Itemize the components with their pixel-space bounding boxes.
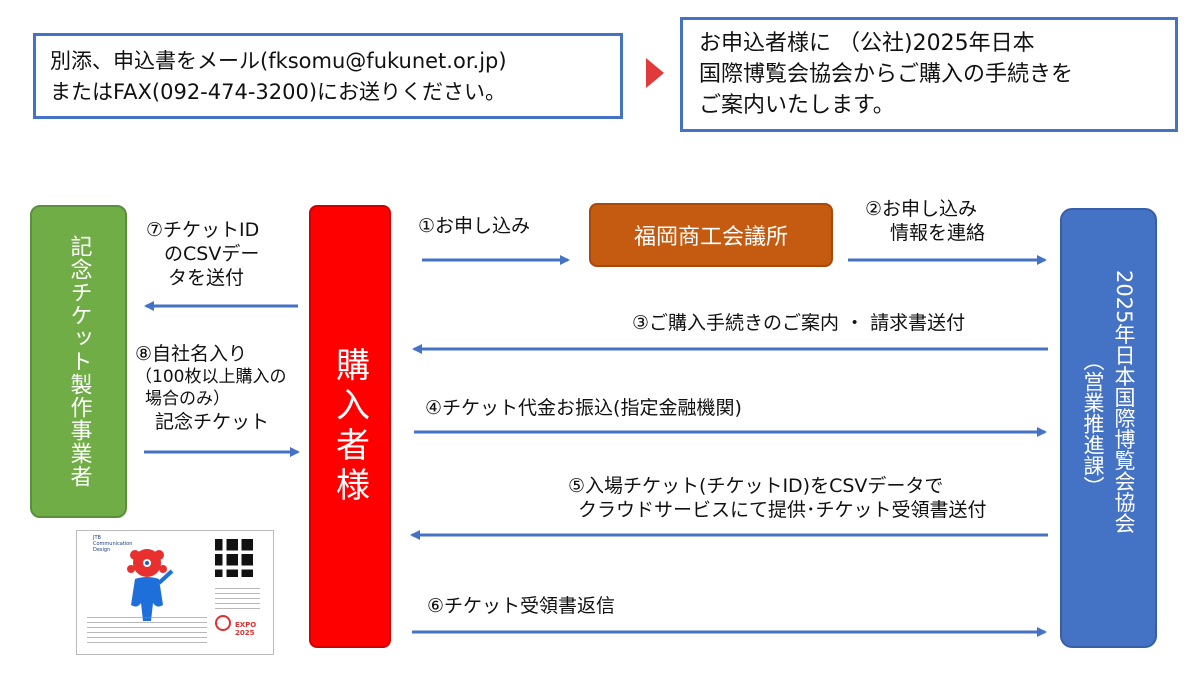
step-5-label: ⑤入場チケット(チケットID)をCSVデータで クラウドサービスにて提供･チケッ… xyxy=(568,474,987,522)
qr-code-icon xyxy=(215,539,253,577)
instruction-box-guidance: お申込者様に （公社)2025年日本 国際博覧会協会からご購入の手続きを ご案内… xyxy=(680,17,1178,132)
expo-wordmark: EXPO 2025 xyxy=(235,621,256,637)
step-1-label: ①お申し込み xyxy=(418,214,530,238)
node-buyer: 購入者様 xyxy=(309,205,391,648)
step-2-line-1: ②お申し込み xyxy=(865,198,978,220)
node-association-label: 2025年日本国際博覧会協会 xyxy=(1112,270,1136,534)
guidance-line-3: ご案内いたします。 xyxy=(699,93,895,118)
step-7-line-1: ⑦チケットID xyxy=(146,219,260,241)
right-pointer-icon xyxy=(646,58,664,88)
ticket-brand-line-2: Communication xyxy=(93,541,133,547)
step-3-text: ③ご購入手続きのご案内 ・ 請求書送付 xyxy=(632,312,966,334)
instruction-line-2: またはFAX(092-474-3200)にお送りください。 xyxy=(50,80,507,104)
ticket-brand: JTB Communication Design xyxy=(93,535,132,553)
step-7-line-2: のCSVデー xyxy=(164,243,260,265)
step-1-text: ①お申し込み xyxy=(418,215,531,237)
instruction-box-email-fax: 別添、申込書をメール(fksomu@fukunet.or.jp) またはFAX(… xyxy=(33,33,623,119)
ticket-sample-image: JTB Communication Design EXPO 2025 xyxy=(76,530,274,655)
step-7-line-3: タを送付 xyxy=(168,267,245,289)
ticket-info-lines xyxy=(215,587,260,609)
ticket-brand-line-3: Design xyxy=(93,547,111,553)
instruction-line-1: 別添、申込書をメール(fksomu@fukunet.or.jp) xyxy=(50,49,507,73)
guidance-line-1: お申込者様に （公社)2025年日本 xyxy=(699,31,1035,56)
step-8-line-3: 場合のみ） xyxy=(145,389,230,409)
node-buyer-label: 購入者様 xyxy=(329,346,370,507)
node-association-sub-label: （営業推進課） xyxy=(1081,350,1105,497)
node-chamber-label: 福岡商工会議所 xyxy=(633,225,788,250)
step-2-label: ②お申し込み 情報を連絡 xyxy=(865,197,985,245)
ticket-brand-line-1: JTB xyxy=(93,535,101,541)
mascot-icon xyxy=(127,549,174,621)
step-8-line-4: 記念チケット xyxy=(155,411,270,433)
ticket-fine-print xyxy=(87,613,207,643)
step-7-label: ⑦チケットID のCSVデー タを送付 xyxy=(146,218,259,290)
step-5-line-1: ⑤入場チケット(チケットID)をCSVデータで xyxy=(568,475,944,497)
node-expo-association: 2025年日本国際博覧会協会 （営業推進課） xyxy=(1060,208,1157,648)
node-chamber: 福岡商工会議所 xyxy=(589,203,833,267)
step-4-text: ④チケット代金お振込(指定金融機関) xyxy=(425,397,742,419)
expo-logo-icon xyxy=(215,615,231,631)
step-8-line-1: ⑧自社名入り xyxy=(135,343,248,365)
node-ticket-maker: 記念チケット製作事業者 xyxy=(30,205,127,518)
guidance-line-2: 国際博覧会協会からご購入の手続きを xyxy=(699,62,1074,87)
expo-wordmark-line-2: 2025 xyxy=(235,629,255,637)
step-2-line-2: 情報を連絡 xyxy=(890,222,986,244)
step-3-label: ③ご購入手続きのご案内 ・ 請求書送付 xyxy=(632,311,965,335)
step-5-line-2: クラウドサービスにて提供･チケット受領書送付 xyxy=(578,499,987,521)
step-6-label: ⑥チケット受領書返信 xyxy=(427,594,615,618)
step-8-line-2: （100枚以上購入の xyxy=(135,367,287,387)
step-6-text: ⑥チケット受領書返信 xyxy=(427,595,616,617)
step-8-label: ⑧自社名入り （100枚以上購入の 場合のみ） 記念チケット xyxy=(135,342,286,434)
expo-wordmark-line-1: EXPO xyxy=(235,621,257,629)
step-4-label: ④チケット代金お振込(指定金融機関) xyxy=(425,396,742,420)
node-ticket-maker-label: 記念チケット製作事業者 xyxy=(66,235,92,488)
